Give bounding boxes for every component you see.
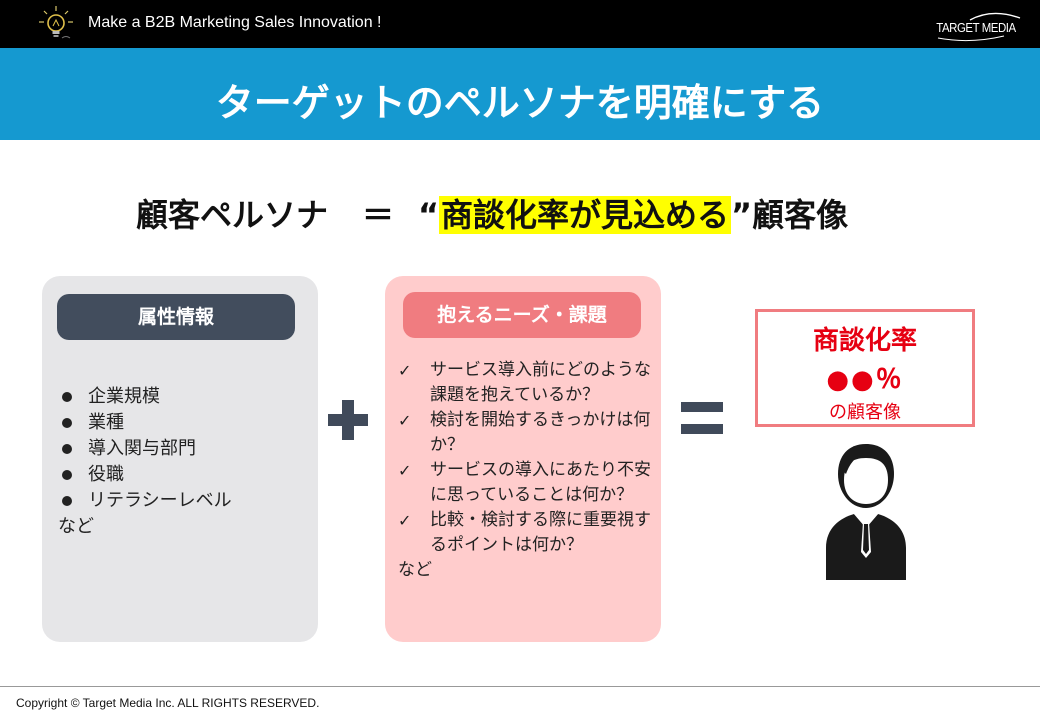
attribute-item: 業種 [58,410,308,436]
equals-bar-top [681,402,723,412]
logo-text: TARGET MEDIA [936,20,1016,35]
bullet-icon [62,496,72,506]
need-text: サービスの導入にあたり不安に思っていることは何か？ [430,460,651,505]
attribute-item: 役職 [58,462,308,488]
need-item: ✓ 比較・検討する際に重要視するポイントは何か？ [398,508,658,558]
lightbulb-icon [39,6,73,39]
top-bar: Make a B2B Marketing Sales Innovation ! … [0,0,1040,48]
attribute-item: 企業規模 [58,384,308,410]
bullet-icon [62,444,72,454]
business-person-icon [826,444,906,580]
footer-divider [0,686,1040,687]
title-bar: ターゲットのペルソナを明確にする [0,48,1040,140]
need-item: ✓ 検討を開始するきっかけは何か？ [398,408,658,458]
attributes-tail: など [58,516,94,537]
copyright-text: Copyright © Target Media Inc. ALL RIGHTS… [16,696,320,710]
needs-list: ✓ サービス導入前にどのような課題を抱えているか？ ✓ 検討を開始するきっかけは何か… [398,358,658,583]
bullet-icon [62,470,72,480]
attribute-text: 企業規模 [88,386,160,407]
need-item: ✓ サービス導入前にどのような課題を抱えているか？ [398,358,658,408]
result-box: 商談化率 ●●％ の顧客像 [755,309,975,427]
plus-icon [328,400,368,440]
headline-persona: 顧客ペルソナ [136,196,329,234]
result-persona-label: の顧客像 [829,402,901,423]
target-media-logo: TARGET MEDIA [920,8,1032,42]
attribute-text: 業種 [88,412,124,433]
needs-label: 抱えるニーズ・課題 [403,292,641,338]
attribute-text: 導入関与部門 [88,438,196,459]
need-text: 検討を開始するきっかけは何か？ [430,410,651,455]
check-icon: ✓ [398,461,412,480]
attributes-list: 企業規模 業種 導入関与部門 役職 リテラシーレベル など [58,384,308,540]
bullet-icon [62,418,72,428]
equals-bar-bottom [681,424,723,434]
attribute-text: 役職 [88,464,124,485]
headline-close: ”顧客像 [731,196,849,234]
logo-swoosh-icon [937,12,1021,42]
attributes-label: 属性情報 [57,294,295,340]
headline-highlight: 商談化率が見込める [439,196,732,234]
need-text: サービス導入前にどのような課題を抱えているか？ [430,360,651,405]
attribute-text: リテラシーレベル [88,490,232,511]
need-text: 比較・検討する際に重要視するポイントは何か？ [430,510,651,555]
equals-icon [681,402,723,434]
page-title: ターゲットのペルソナを明確にする [215,81,825,125]
plus-bar-vertical [342,400,354,440]
check-icon: ✓ [398,511,412,530]
header-tagline: Make a B2B Marketing Sales Innovation ! [88,14,382,31]
attribute-item: 導入関与部門 [58,436,308,462]
check-icon: ✓ [398,361,412,380]
needs-tail: など [398,560,432,580]
result-rate-value: ●●％ [826,365,904,395]
attribute-item: リテラシーレベル [58,488,308,514]
bullet-icon [62,392,72,402]
need-item: ✓ サービスの導入にあたり不安に思っていることは何か？ [398,458,658,508]
headline-equals: ＝ [362,196,395,234]
headline-open-quote: “ [418,196,440,234]
persona-headline: 顧客ペルソナ ＝ “商談化率が見込める”顧客像 [0,190,1040,238]
check-icon: ✓ [398,411,412,430]
result-rate-label: 商談化率 [812,326,917,356]
headline-definition: “商談化率が見込める”顧客像 [418,190,848,236]
